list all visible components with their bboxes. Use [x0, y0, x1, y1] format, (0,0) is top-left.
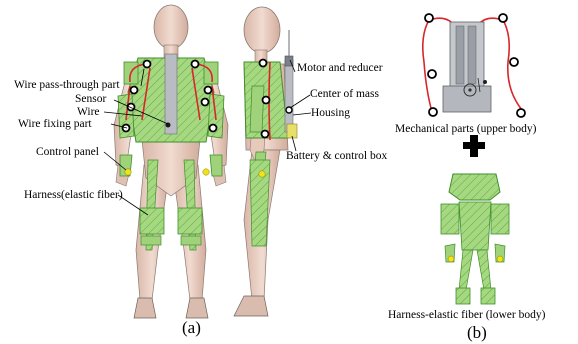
panel-label-a: (a) — [182, 318, 201, 338]
harness-control-panel-right — [497, 256, 503, 262]
harness-control-panel-left — [448, 256, 454, 262]
harness-lower-body — [441, 174, 509, 304]
front-spine — [165, 54, 177, 134]
label-harness: Harness(elastic fiber) — [24, 189, 123, 202]
label-center-of-mass: Center of mass — [310, 88, 379, 101]
label-sensor: Sensor — [75, 93, 106, 106]
side-spine-housing — [285, 60, 293, 132]
side-battery-box — [287, 124, 297, 138]
label-mechanical-parts: Mechanical parts (upper body) — [395, 123, 536, 136]
label-battery-control-box: Battery & control box — [286, 150, 387, 163]
side-control-panel — [259, 171, 265, 177]
label-housing: Housing — [311, 107, 350, 120]
label-wire-fixing-part: Wire fixing part — [18, 118, 92, 131]
label-wire-pass-through-part: Wire pass-through part — [14, 79, 120, 92]
side-center-of-mass — [286, 107, 292, 113]
label-control-panel: Control panel — [36, 146, 99, 159]
label-harness-lower-body: Harness-elastic fiber (lower body) — [388, 309, 545, 322]
front-control-panel-right — [203, 169, 209, 175]
label-motor-and-reducer: Motor and reducer — [297, 62, 383, 75]
plus-icon — [463, 135, 485, 157]
panel-label-b: (b) — [467, 323, 487, 343]
mechanical-parts — [423, 18, 522, 112]
